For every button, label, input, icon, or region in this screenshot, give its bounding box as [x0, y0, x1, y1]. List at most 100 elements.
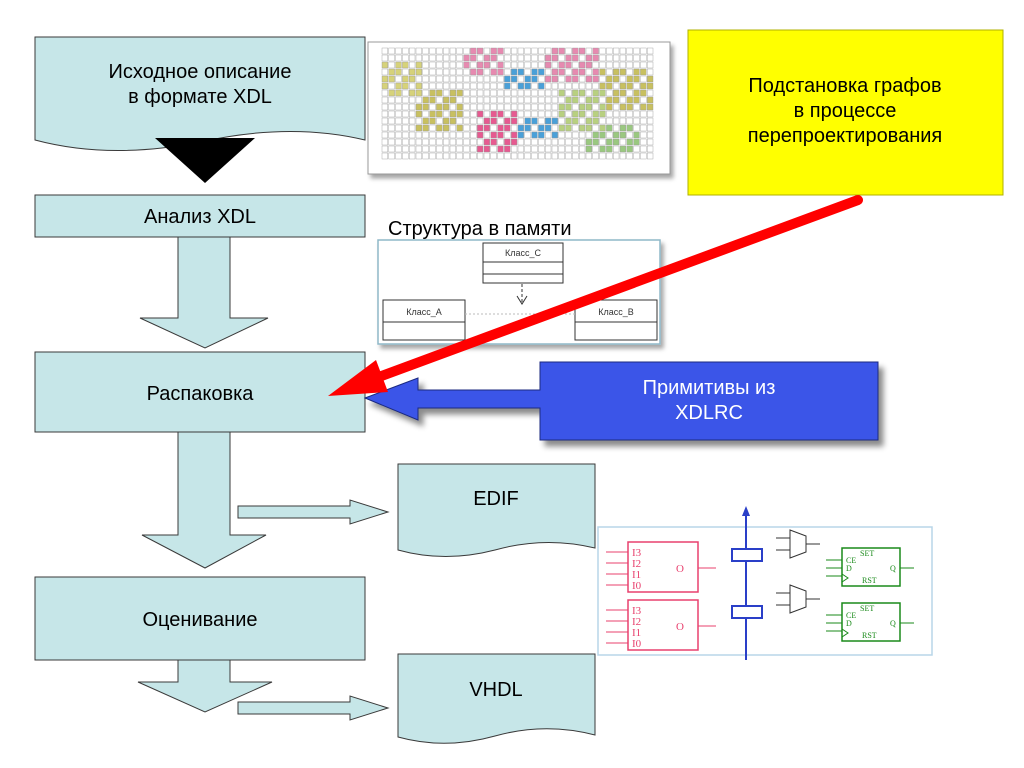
grid-cell	[599, 124, 606, 132]
grid-cell	[456, 68, 463, 76]
grid-cell	[381, 152, 389, 160]
lut-input-label: I1	[632, 569, 641, 581]
grid-cell	[429, 103, 436, 111]
grid-cell	[463, 145, 470, 153]
grid-cell	[415, 89, 423, 97]
grid-cell	[436, 145, 443, 153]
grid-cell	[483, 89, 491, 97]
grid-cell	[511, 47, 518, 55]
grid-cell	[436, 138, 443, 146]
grid-cell	[545, 110, 552, 118]
grid-cell	[402, 68, 409, 76]
grid-cell	[647, 75, 654, 83]
grid-cell	[381, 131, 389, 139]
grid-cell	[449, 103, 457, 111]
grid-cell	[511, 124, 518, 132]
grid-cell	[381, 61, 389, 69]
grid-cell	[463, 47, 470, 55]
grid-cell	[511, 152, 518, 160]
lut-output-label: O	[676, 621, 684, 633]
flipflop-pin-label: CE	[846, 556, 856, 565]
grid-cell	[429, 138, 436, 146]
grid-cell	[463, 103, 470, 111]
grid-cell	[443, 110, 450, 118]
grid-cell	[619, 103, 627, 111]
analysis-box	[34, 194, 366, 238]
grid-cell	[511, 110, 518, 118]
grid-cell	[456, 75, 463, 83]
grid-cell	[402, 117, 409, 125]
grid-cell	[633, 68, 640, 76]
grid-cell	[409, 54, 416, 62]
grid-cell	[477, 47, 484, 55]
grid-cell	[524, 117, 531, 125]
grid-cell	[415, 145, 423, 153]
grid-cell	[436, 61, 443, 69]
grid-cell	[422, 54, 429, 62]
grid-cell	[415, 68, 423, 76]
grid-cell	[504, 96, 511, 104]
unpack-box	[34, 351, 366, 433]
grid-cell	[470, 61, 477, 69]
grid-cell	[483, 152, 491, 160]
flipflop-pin-label: D	[846, 619, 852, 628]
grid-cell	[565, 152, 572, 160]
grid-cell	[409, 75, 416, 83]
grid-cell	[388, 89, 395, 97]
grid-cell	[524, 54, 531, 62]
grid-cell	[592, 47, 599, 55]
grid-cell	[415, 61, 423, 69]
grid-cell	[395, 145, 402, 153]
grid-cell	[504, 82, 511, 90]
grid-cell	[395, 61, 402, 69]
grid-cell	[456, 96, 463, 104]
grid-cell	[504, 75, 511, 83]
grid-cell	[531, 89, 538, 97]
grid-cell	[592, 124, 599, 132]
grid-cell	[538, 68, 545, 76]
grid-cell	[524, 96, 531, 104]
grid-cell	[619, 82, 627, 90]
xdl-grid-cells	[381, 47, 654, 160]
grid-cell	[504, 68, 511, 76]
grid-cell	[511, 131, 518, 139]
grid-cell	[436, 54, 443, 62]
grid-cell	[449, 89, 457, 97]
grid-cell	[585, 152, 593, 160]
grid-cell	[429, 54, 436, 62]
grid-cell	[409, 110, 416, 118]
grid-cell	[579, 96, 586, 104]
grid-cell	[511, 138, 518, 146]
grid-cell	[497, 82, 504, 90]
grid-cell	[572, 61, 579, 69]
grid-cell	[443, 75, 450, 83]
grid-cell	[517, 117, 525, 125]
grid-cell	[470, 131, 477, 139]
grid-cell	[456, 124, 463, 132]
grid-cell	[565, 54, 572, 62]
grid-cell	[626, 124, 633, 132]
grid-cell	[551, 138, 559, 146]
grid-cell	[443, 82, 450, 90]
class-b-label: Класс_В	[598, 307, 634, 317]
grid-cell	[463, 75, 470, 83]
grid-cell	[497, 103, 504, 111]
edif-box	[397, 463, 596, 557]
grid-cell	[640, 138, 647, 146]
grid-cell	[626, 75, 633, 83]
evaluate-label: Оценивание	[143, 609, 258, 631]
grid-cell	[395, 89, 402, 97]
grid-cell	[558, 145, 565, 153]
grid-cell	[558, 131, 565, 139]
grid-cell	[456, 82, 463, 90]
grid-cell	[599, 47, 606, 55]
grid-cell	[545, 61, 552, 69]
grid-cell	[633, 124, 640, 132]
grid-cell	[463, 117, 470, 125]
grid-cell	[647, 138, 654, 146]
memory-structure-title: Структура в памяти	[388, 218, 572, 240]
grid-cell	[429, 124, 436, 132]
grid-cell	[599, 89, 606, 97]
grid-cell	[483, 138, 491, 146]
grid-cell	[545, 68, 552, 76]
